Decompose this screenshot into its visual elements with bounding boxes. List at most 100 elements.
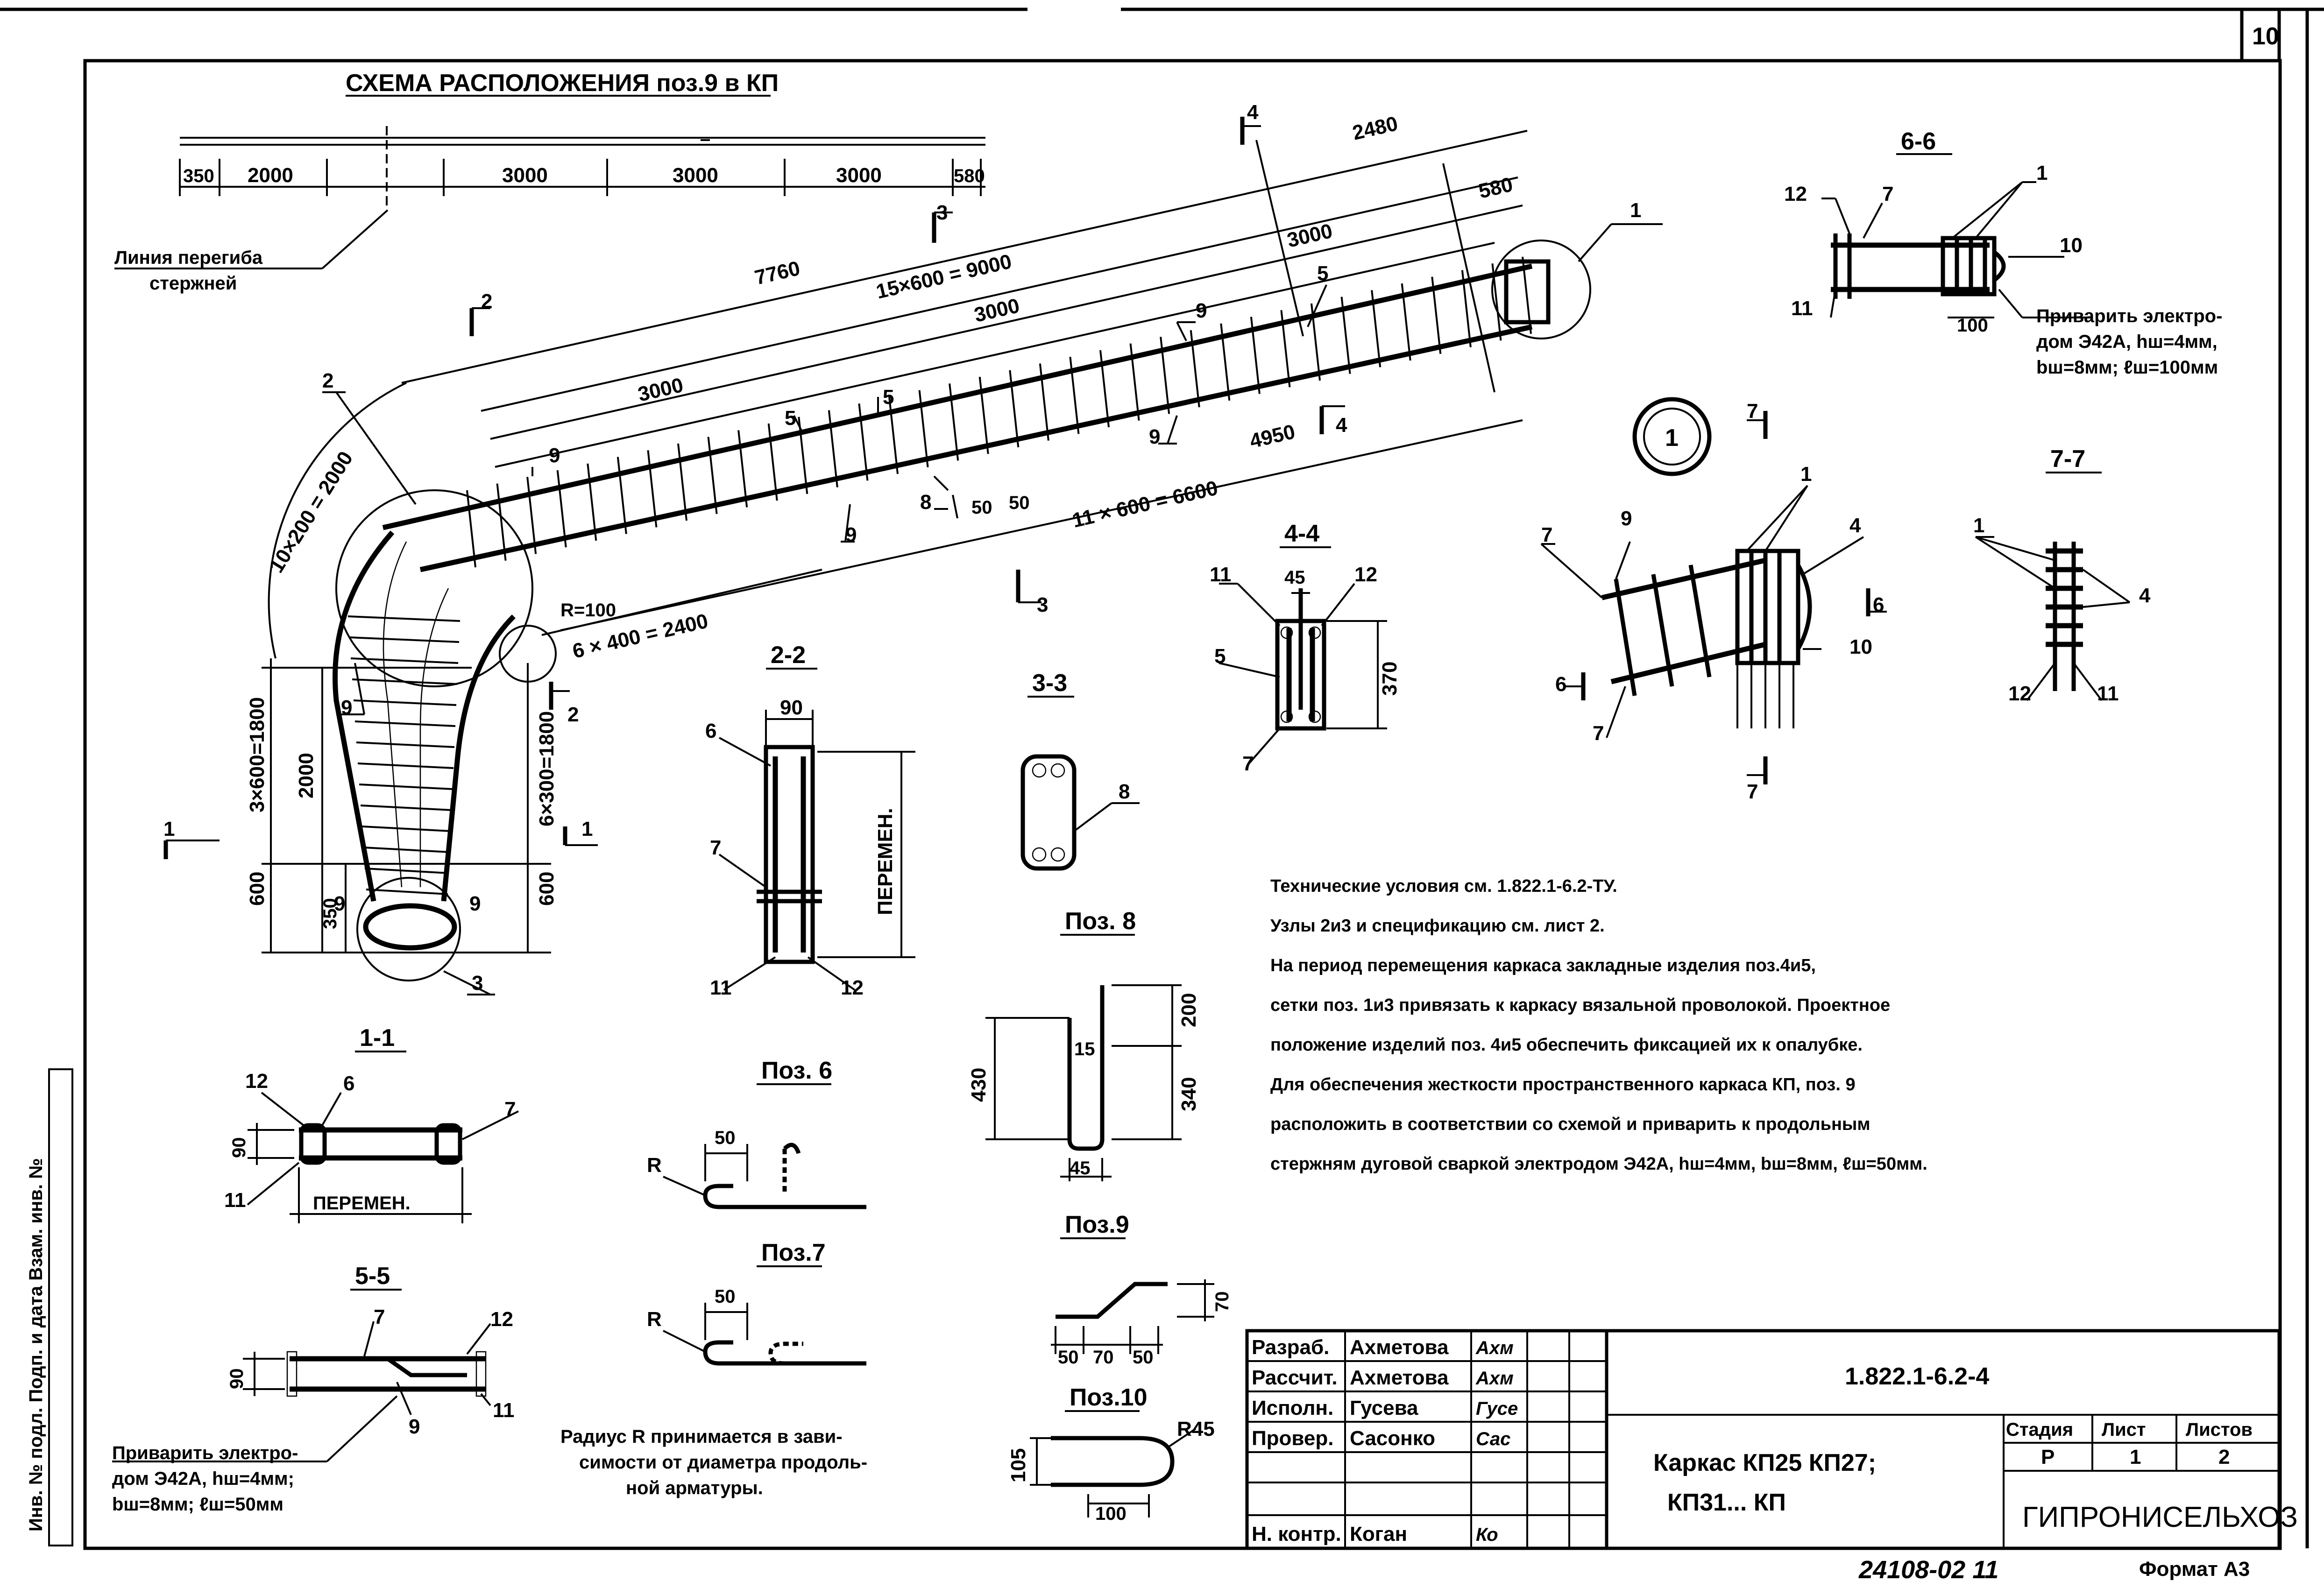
title-block-name-3: Гусева — [1350, 1397, 1418, 1419]
node-1-marker — [1632, 397, 1712, 476]
pos-7-drawing — [663, 1303, 866, 1366]
note-line-5: положение изделий поз. 4и5 обеспечить фи… — [1270, 1035, 1863, 1055]
section-5-5-note-2: дом Э42А, hш=4мм; — [112, 1468, 294, 1489]
cage-stirrup-vertical — [359, 783, 453, 790]
cage-stirrup-vertical — [366, 889, 448, 895]
callout-5: 5 — [1317, 262, 1328, 285]
section-6-6-title: 6-6 — [1901, 128, 1936, 155]
title-block-role-7: Н. контр. — [1252, 1523, 1341, 1546]
section-mark-2-top: 2 — [481, 290, 492, 313]
pos-9-drawing — [1051, 1279, 1214, 1354]
pos-7-title: Поз.7 — [761, 1239, 826, 1266]
pos-6-radius: R — [647, 1154, 662, 1177]
section-3-3-callout-8: 8 — [1119, 780, 1130, 803]
cage-stirrup-vertical — [360, 805, 452, 811]
dim-50-b: 50 — [1009, 493, 1030, 513]
callout-3: 3 — [472, 972, 483, 995]
cage-stirrup — [1461, 270, 1472, 347]
cage-stirrup — [556, 470, 567, 548]
cage-stirrup — [616, 457, 627, 534]
section-4-4-callout-11: 11 — [1210, 563, 1232, 586]
section-6-6-callout-7: 7 — [1882, 183, 1893, 205]
dim-3x600: 3×600=1800 — [246, 697, 269, 812]
callout-9-f: 9 — [334, 892, 345, 915]
section-1-1-drawing — [247, 1092, 519, 1223]
pos-8-dim-430: 430 — [967, 1068, 990, 1102]
title-block-name-1: Каркас КП25 КП27; — [1653, 1449, 1876, 1476]
title-block-name-2: Ахметова — [1350, 1366, 1449, 1389]
section-5-5-callout-9: 9 — [409, 1415, 420, 1438]
callout-9-b: 9 — [1196, 299, 1207, 322]
section-5-5-callout-7: 7 — [374, 1306, 385, 1328]
title-block-sheet-header: Лист — [2102, 1419, 2146, 1440]
section-5-5-note-3: bш=8мм; ℓш=50мм — [112, 1494, 283, 1515]
dim-3000-top-2: 3000 — [673, 164, 718, 187]
title-block-name-4: Сасонко — [1350, 1427, 1435, 1450]
dim-7760: 7760 — [752, 257, 802, 289]
callout-9-g: 9 — [469, 892, 481, 915]
dim-580-top: 580 — [954, 166, 985, 186]
dim-3000-incl-3: 3000 — [636, 374, 685, 406]
pos-10-dim-100: 100 — [1095, 1503, 1127, 1524]
node-1-label: 1 — [1665, 424, 1679, 452]
section-5-5-callout-12: 12 — [490, 1308, 513, 1331]
section-mark-1-right: 1 — [581, 818, 593, 840]
pos-9-dim-50-a: 50 — [1058, 1347, 1079, 1368]
section-1-1-callout-12: 12 — [245, 1070, 268, 1093]
section-2-2-callout-6: 6 — [705, 720, 716, 742]
pos-9-dim-70-b: 70 — [1212, 1292, 1233, 1313]
pos-9-dim-50-b: 50 — [1133, 1347, 1154, 1368]
section-2-2-dim-var: ПЕРЕМЕН. — [874, 808, 897, 915]
node-1-callout-4: 4 — [1849, 514, 1861, 537]
title-block-role-3: Исполн. — [1252, 1397, 1333, 1419]
section-6-6-note-2: дом Э42А, hш=4мм, — [2036, 332, 2218, 352]
section-mark-1-left: 1 — [163, 818, 175, 840]
title-block-name-1: Ахметова — [1350, 1336, 1449, 1359]
section-6-6-callout-12: 12 — [1784, 183, 1807, 205]
pos-7-radius: R — [647, 1308, 662, 1331]
radius-note-3: ной арматуры. — [626, 1478, 763, 1498]
section-mark-3-top: 3 — [936, 201, 948, 224]
note-line-4: сетки поз. 1и3 привязать к каркасу вязал… — [1270, 995, 1890, 1015]
pos-10-drawing — [1030, 1428, 1197, 1517]
section-2-2-callout-7: 7 — [710, 836, 721, 859]
margin-stamp: Инв. № подл. Подп. и дата Взам. инв. № — [26, 1068, 73, 1546]
format-label: Формат А3 — [2139, 1558, 2250, 1581]
dim-4950: 4950 — [1247, 420, 1297, 453]
cage-stirrup — [1039, 363, 1049, 441]
callout-9-a: 9 — [549, 444, 560, 467]
section-1-1-dim-var: ПЕРЕМЕН. — [313, 1193, 411, 1214]
radius-note-2: симости от диаметра продоль- — [579, 1452, 867, 1473]
cage-stirrup — [526, 477, 537, 554]
cage-stirrup-vertical — [350, 657, 459, 664]
pos-8-dim-340: 340 — [1177, 1077, 1200, 1111]
cage-stirrup-vertical — [363, 847, 450, 853]
dim-2000-vert: 2000 — [295, 753, 318, 798]
cage-stirrup-vertical — [354, 720, 456, 727]
section-3-3-title: 3-3 — [1032, 670, 1067, 697]
section-2-2-dim-90: 90 — [780, 696, 803, 719]
note-line-8: стержням дуговой сваркой электродом Э42А… — [1270, 1154, 1927, 1174]
sheet-frame — [0, 7, 2324, 1550]
section-4-4-callout-7: 7 — [1242, 752, 1254, 775]
title-block — [1245, 1329, 2281, 1550]
cage-stirrup-vertical — [356, 741, 455, 748]
top-dimension-chain: 350 2000 3000 3000 3000 580 — [179, 126, 985, 205]
section-6-6-callout-11: 11 — [1791, 297, 1813, 320]
title-block-stage: Р — [2041, 1446, 2055, 1468]
section-7-7-title: 7-7 — [2050, 445, 2085, 473]
cage-stirrup — [1431, 276, 1442, 354]
cage-stirrup-vertical — [353, 699, 457, 706]
section-1-1-callout-11: 11 — [224, 1189, 246, 1212]
title-block-sheets: 2 — [2218, 1446, 2230, 1468]
title-block-sheets-header: Листов — [2186, 1419, 2253, 1440]
cage-stirrup — [1190, 330, 1200, 408]
section-1-1-dim-90: 90 — [229, 1137, 249, 1158]
title-block-signature-7: Ко — [1476, 1524, 1498, 1545]
section-4-4-callout-12: 12 — [1354, 563, 1377, 586]
cage-stirrup — [1160, 337, 1170, 414]
title-block-stage-header: Стадия — [2006, 1419, 2073, 1440]
cage-stirrup — [978, 376, 989, 454]
section-5-5-note-1: Приварить электро- — [112, 1443, 298, 1463]
section-mark-2-bottom: 2 — [567, 703, 579, 726]
